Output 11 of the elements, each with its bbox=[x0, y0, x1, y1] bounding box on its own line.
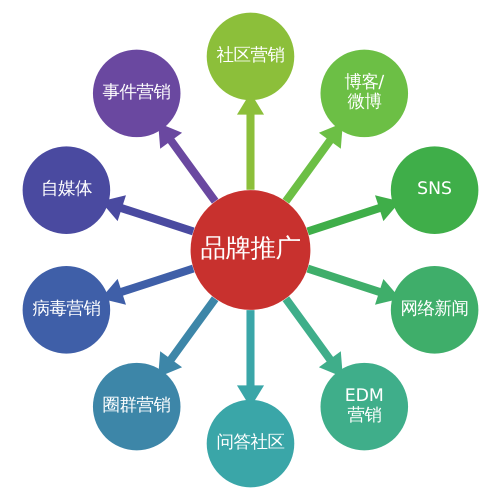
node-circle: 事件营销 bbox=[92, 50, 180, 138]
node-circle: SNS bbox=[390, 146, 478, 234]
node-circle: 社区营销 bbox=[206, 12, 294, 100]
node-circle: 自媒体 bbox=[22, 146, 110, 234]
node-circle: 博客/微博 bbox=[320, 50, 408, 138]
node-circle: 品牌推广 bbox=[190, 190, 310, 310]
node-circle: EDM营销 bbox=[320, 362, 408, 450]
node-circle: 圈群营销 bbox=[92, 362, 180, 450]
node-circle: 网络新闻 bbox=[390, 266, 478, 354]
node-circle: 问答社区 bbox=[206, 400, 294, 488]
node-circle: 病毒营销 bbox=[22, 266, 110, 354]
